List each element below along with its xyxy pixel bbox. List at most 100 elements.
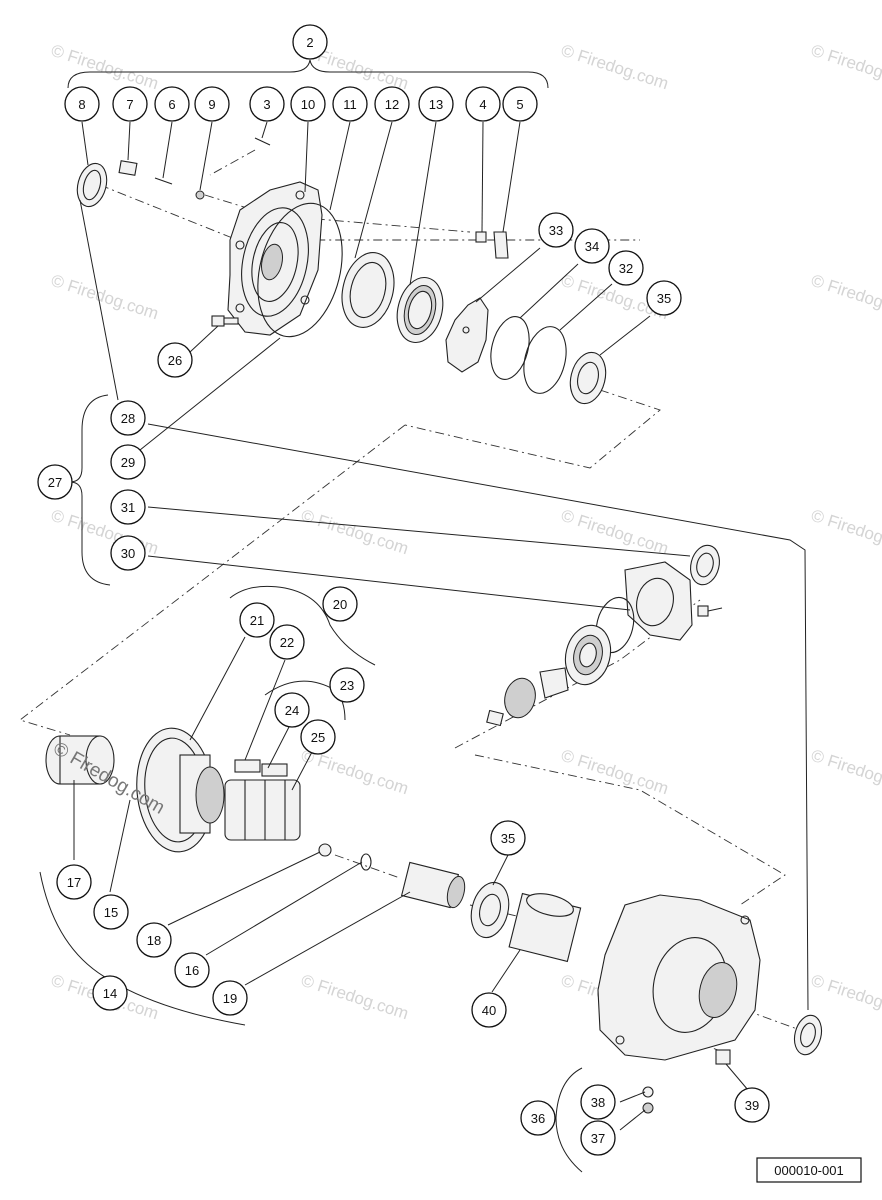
- oil-seal-part: [793, 1014, 823, 1056]
- callout-number: 31: [121, 500, 135, 515]
- callout-circle: [110, 535, 146, 571]
- dowel-pin-part: [254, 137, 271, 146]
- callout-7: 7: [112, 86, 148, 122]
- watermark: © Firedog.com: [809, 746, 882, 799]
- drain-bolt-part: [642, 1102, 654, 1114]
- retainer-bracket-part: [493, 231, 509, 259]
- callout-circle: [194, 86, 230, 122]
- callout-circle: [646, 280, 682, 316]
- callout-38: 38: [580, 1084, 616, 1120]
- callout-number: 23: [340, 678, 354, 693]
- callout-circle: [239, 602, 275, 638]
- watermark: © Firedog.com: [559, 506, 671, 559]
- callout-number: 35: [657, 291, 671, 306]
- washer-part: [642, 1086, 654, 1098]
- callout-39: 39: [734, 1087, 770, 1123]
- callout-number: 10: [301, 97, 315, 112]
- callout-number: 27: [48, 475, 62, 490]
- callout-number: 18: [147, 933, 161, 948]
- plug-part: [715, 1049, 731, 1065]
- callout-33: 33: [538, 212, 574, 248]
- callout-9: 9: [194, 86, 230, 122]
- shim-plate-part: [445, 297, 489, 373]
- callout-28: 28: [110, 400, 146, 436]
- callout-circle: [110, 400, 146, 436]
- callout-12: 12: [374, 86, 410, 122]
- bolt-part: [211, 315, 239, 327]
- callout-number: 12: [385, 97, 399, 112]
- spider-gear-part: [234, 759, 288, 777]
- alignment-line: [204, 194, 471, 233]
- callout-36: 36: [520, 1100, 556, 1136]
- callout-40: 40: [471, 992, 507, 1028]
- callout-circle: [465, 86, 501, 122]
- pin-part: [154, 177, 173, 185]
- callout-circle: [490, 820, 526, 856]
- callout-number: 2: [306, 35, 313, 50]
- callout-number: 29: [121, 455, 135, 470]
- callout-27: 27: [37, 464, 73, 500]
- callout-number: 19: [223, 991, 237, 1006]
- callout-circle: [269, 624, 305, 660]
- callout-32: 32: [608, 250, 644, 286]
- callout-number: 32: [619, 261, 633, 276]
- callout-circle: [300, 719, 336, 755]
- callout-circle: [608, 250, 644, 286]
- callout-number: 34: [585, 239, 599, 254]
- pinion-gear-part: [486, 667, 569, 727]
- watermark-layer: © Firedog.com © Firedog.com © Firedog.co…: [49, 41, 882, 1024]
- group-bracket-20: [229, 585, 376, 666]
- collar-part: [400, 861, 466, 909]
- callout-circle: [734, 1087, 770, 1123]
- callout-circle: [322, 586, 358, 622]
- callout-23: 23: [329, 667, 365, 703]
- callout-number: 9: [208, 97, 215, 112]
- group-bracket-27: [69, 394, 111, 586]
- callout-11: 11: [332, 86, 368, 122]
- group-bracket-36: [555, 1067, 583, 1173]
- callout-circle: [92, 975, 128, 1011]
- callout-circle: [502, 86, 538, 122]
- watermark: © Firedog.com: [299, 506, 411, 559]
- callout-circle: [56, 864, 92, 900]
- callout-21: 21: [239, 602, 275, 638]
- key-part: [118, 160, 138, 176]
- o-ring-part: [257, 202, 343, 338]
- callout-5: 5: [502, 86, 538, 122]
- pin-part: [475, 231, 487, 243]
- callout-circle: [112, 86, 148, 122]
- callout-circle: [290, 86, 326, 122]
- oil-seal-part: [76, 162, 108, 208]
- callout-19: 19: [212, 980, 248, 1016]
- document-number: 000010-001: [774, 1163, 843, 1178]
- callout-37: 37: [580, 1120, 616, 1156]
- callout-number: 14: [103, 986, 117, 1001]
- callout-circle: [212, 980, 248, 1016]
- leader-lines: [73, 121, 809, 1131]
- callout-24: 24: [274, 692, 310, 728]
- callout-number: 16: [185, 963, 199, 978]
- callout-34: 34: [574, 228, 610, 264]
- snap-ring-part: [490, 316, 530, 380]
- callout-35: 35: [490, 820, 526, 856]
- callout-29: 29: [110, 444, 146, 480]
- callout-circle: [93, 894, 129, 930]
- group-bracket-2: [67, 59, 549, 89]
- callout-10: 10: [290, 86, 326, 122]
- callout-circle: [110, 444, 146, 480]
- callout-circle: [37, 464, 73, 500]
- callout-6: 6: [154, 86, 190, 122]
- callout-circle: [136, 922, 172, 958]
- callout-26: 26: [157, 342, 193, 378]
- callout-3: 3: [249, 86, 285, 122]
- alignment-line: [19, 424, 406, 736]
- oil-seal-part: [690, 544, 720, 586]
- housing-cover-part: [227, 181, 323, 336]
- callout-circle: [110, 489, 146, 525]
- thrust-washer-part: [45, 735, 115, 785]
- callout-circle: [580, 1120, 616, 1156]
- callout-4: 4: [465, 86, 501, 122]
- callout-circle: [580, 1084, 616, 1120]
- callout-circle: [64, 86, 100, 122]
